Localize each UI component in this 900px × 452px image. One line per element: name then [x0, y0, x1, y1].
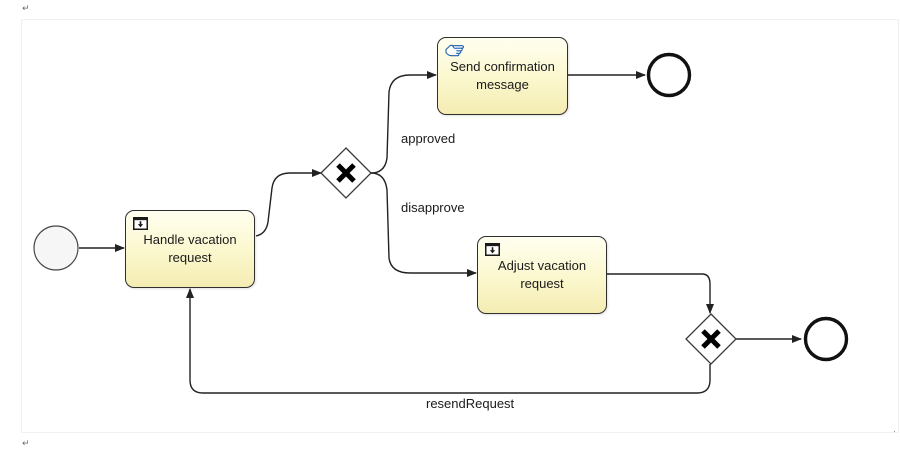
- flow-handle-to-gateway[interactable]: [255, 169, 322, 237]
- flow-label-resend-request: resendRequest: [426, 396, 515, 411]
- flow-adjust-to-gateway[interactable]: [607, 273, 714, 314]
- frame-corner-mark: .: [893, 425, 896, 435]
- exclusive-gateway-resend[interactable]: [685, 313, 737, 365]
- task-send-confirmation-message[interactable]: Send confirmation message: [437, 37, 568, 115]
- task-handle-vacation-request[interactable]: Handle vacation request: [125, 210, 255, 288]
- exclusive-gateway-approval[interactable]: [320, 147, 372, 199]
- gateway-x-icon: [701, 329, 721, 349]
- flow-approved[interactable]: [370, 71, 437, 174]
- form-task-icon: [133, 217, 148, 235]
- end-event-approved[interactable]: [646, 52, 692, 98]
- manual-task-hand-icon: [445, 44, 465, 63]
- start-event[interactable]: [33, 225, 79, 271]
- form-task-icon: [485, 243, 500, 261]
- flow-resend-request[interactable]: [186, 288, 711, 394]
- flow-label-disapprove: disapprove: [401, 200, 465, 215]
- task-label: Handle vacation request: [143, 232, 237, 265]
- task-label: Adjust vacation request: [497, 258, 587, 291]
- end-event-final[interactable]: [803, 316, 849, 362]
- paragraph-mark-top: ↵: [22, 4, 30, 14]
- task-adjust-vacation-request[interactable]: Adjust vacation request: [477, 236, 607, 314]
- paragraph-mark-bottom: ↵: [22, 439, 30, 449]
- gateway-x-icon: [336, 163, 356, 183]
- task-label: Send confirmation message: [450, 59, 555, 92]
- flow-disapprove[interactable]: [370, 172, 477, 277]
- flow-label-approved: approved: [401, 131, 456, 146]
